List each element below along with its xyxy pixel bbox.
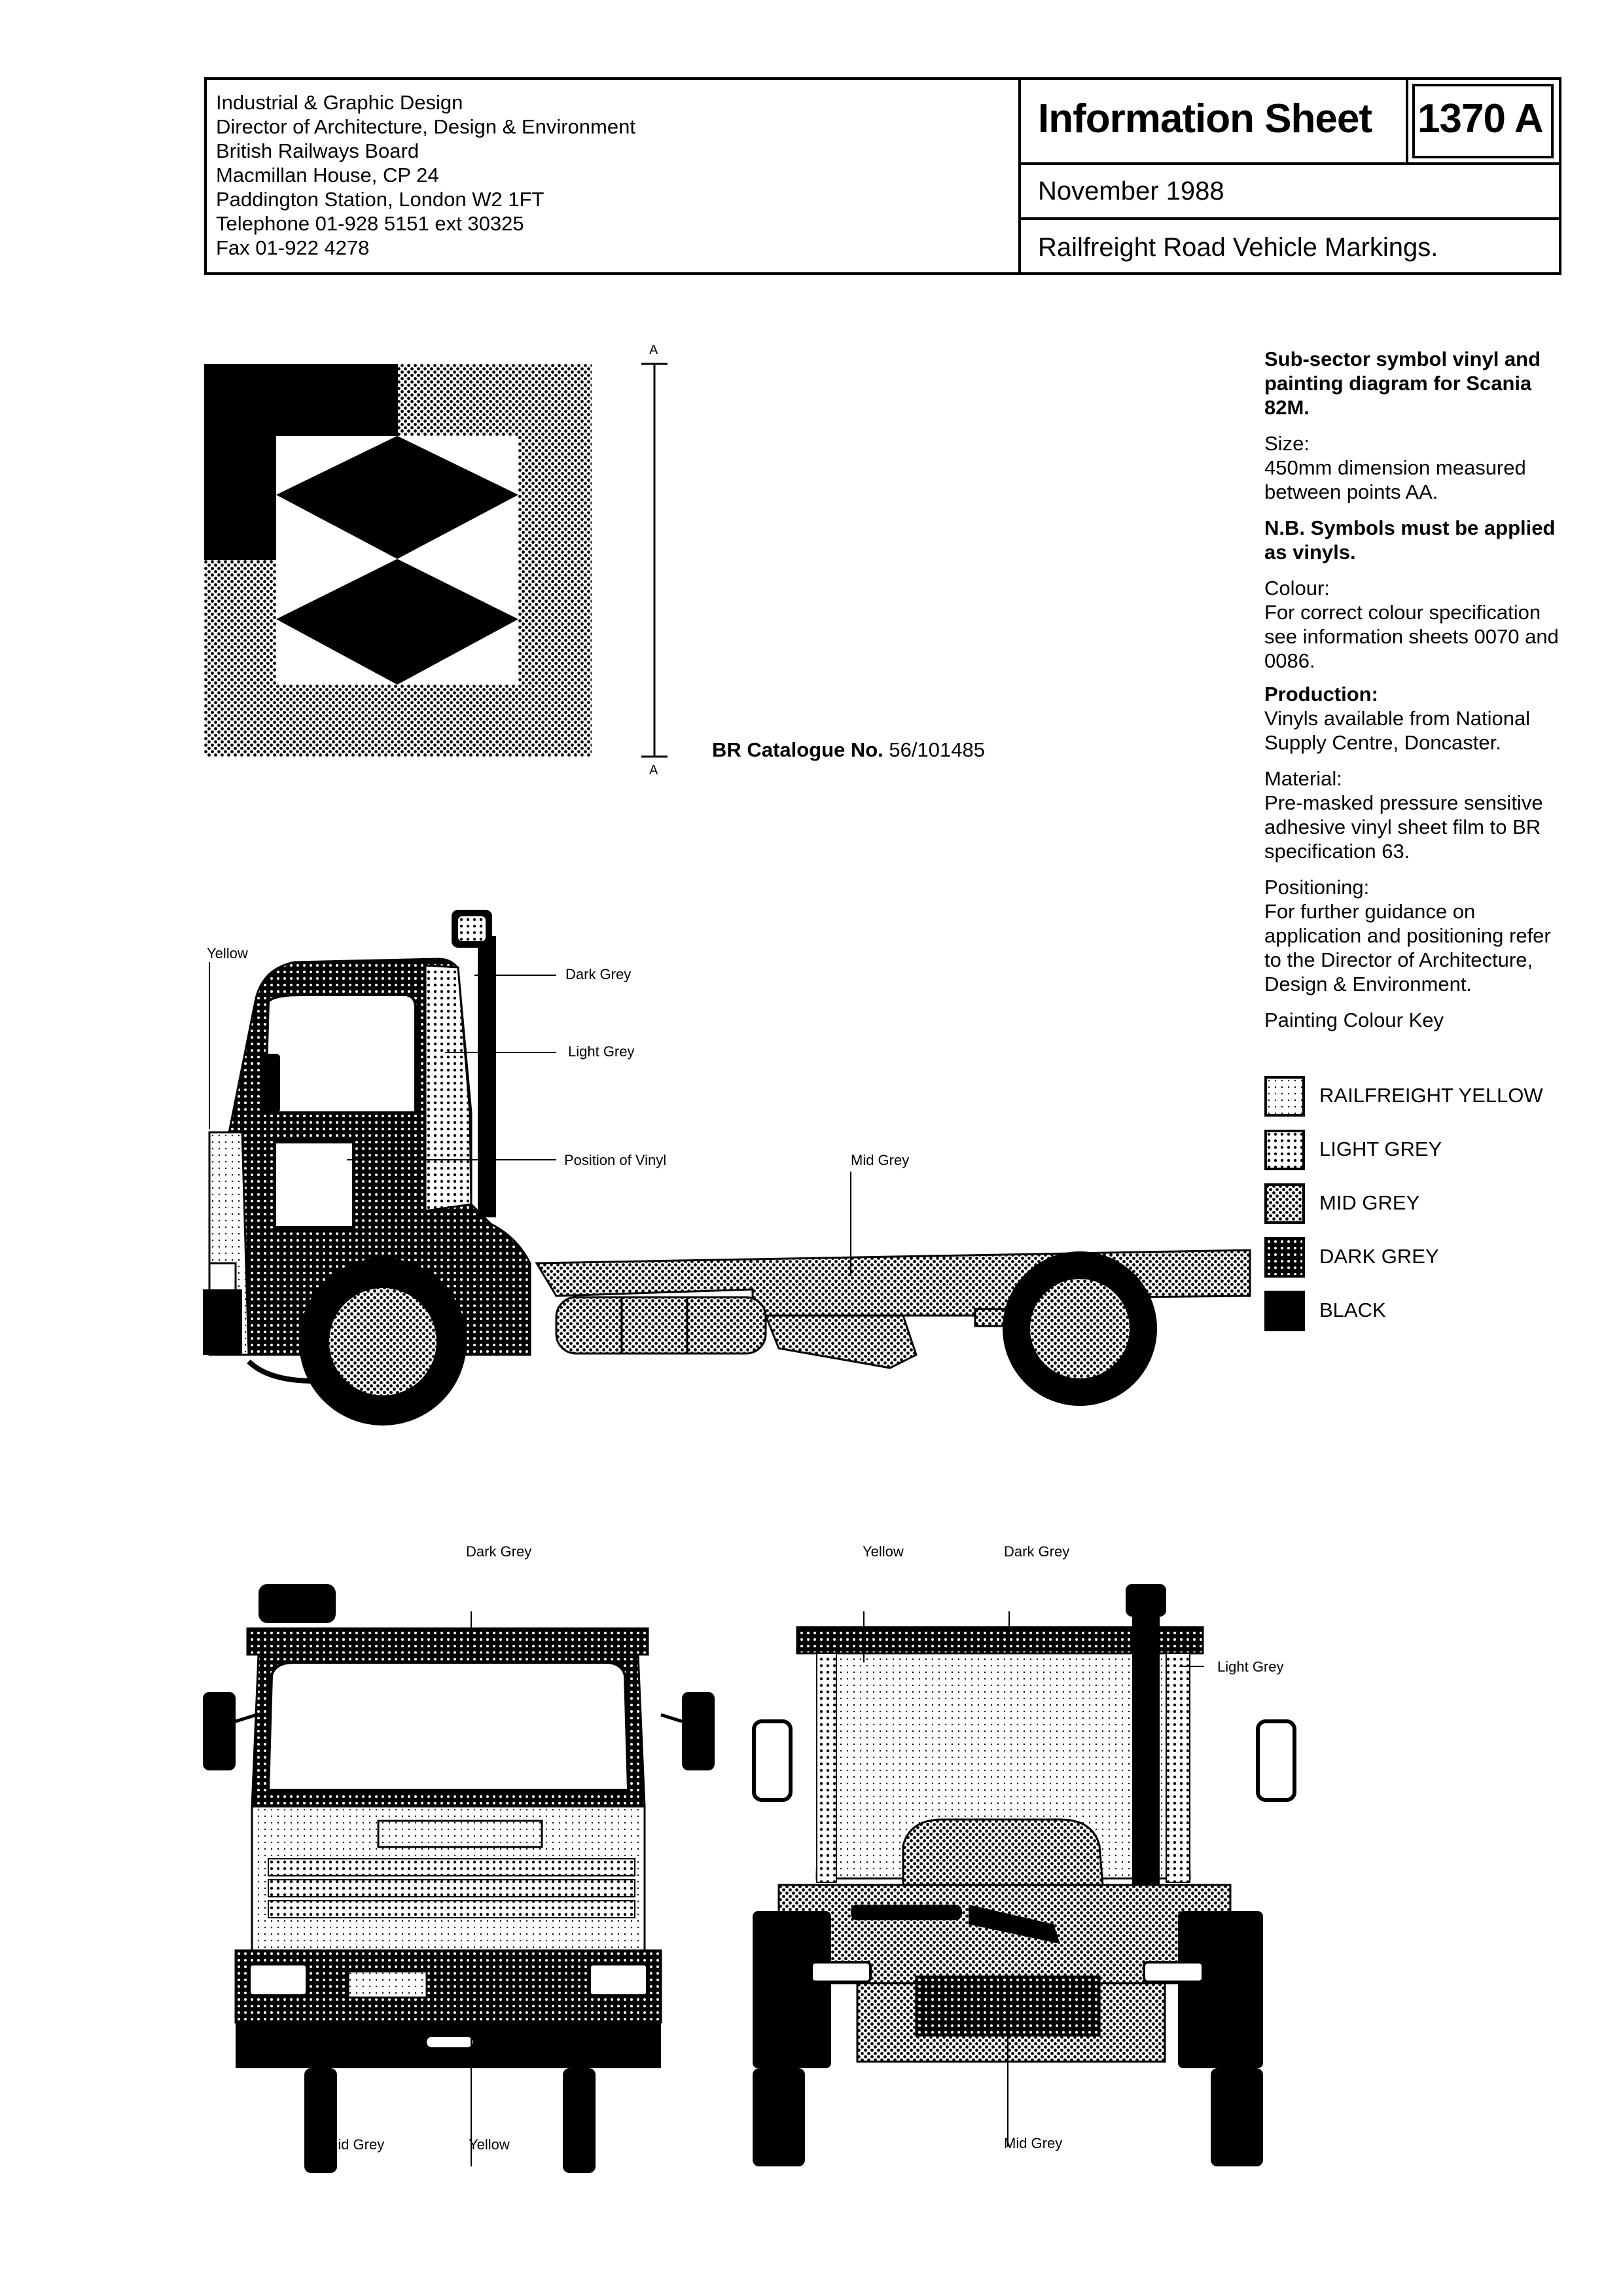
truck-side-view xyxy=(203,910,1251,1426)
swatch-black xyxy=(1264,1291,1305,1331)
truck-front-view xyxy=(203,1584,715,2173)
production-text: Vinyls available from National Supply Ce… xyxy=(1264,707,1531,754)
sheet-number: 1370 A xyxy=(1418,96,1544,141)
address-line: Fax 01-922 4278 xyxy=(216,236,370,259)
front-label-dark-grey: Dark Grey xyxy=(466,1543,532,1560)
catalogue-value: 56/101485 xyxy=(889,738,985,761)
dimension-line-aa xyxy=(641,363,668,758)
positioning-text: For further guidance on application and … xyxy=(1264,900,1551,996)
key-label: MID GREY xyxy=(1319,1191,1420,1214)
catalogue-number: BR Catalogue No. 56/101485 xyxy=(712,738,985,762)
size-text: 450mm dimension measured between points … xyxy=(1264,456,1526,503)
colour-title: Colour: xyxy=(1264,577,1330,600)
rear-label-yellow: Yellow xyxy=(863,1543,904,1560)
dimension-label-bottom: A xyxy=(649,763,658,778)
header-title-box xyxy=(1018,77,1561,275)
key-label: DARK GREY xyxy=(1319,1245,1439,1268)
key-label: LIGHT GREY xyxy=(1319,1138,1442,1160)
title-divider-1 xyxy=(1018,162,1561,165)
catalogue-label: BR Catalogue No. xyxy=(712,738,883,761)
rear-label-mid-grey: Mid Grey xyxy=(1004,2135,1063,2151)
side-label-mid-grey: Mid Grey xyxy=(851,1152,910,1168)
material-text: Pre-masked pressure sensitive adhesive v… xyxy=(1264,791,1543,863)
sheet-number-box xyxy=(1406,77,1561,165)
production-title: Production: xyxy=(1264,683,1378,706)
colour-text: For correct colour specification see inf… xyxy=(1264,601,1559,672)
address-line: Telephone 01-928 5151 ext 30325 xyxy=(216,212,524,235)
address-line: Paddington Station, London W2 1FT xyxy=(216,188,544,211)
front-label-yellow: Yellow xyxy=(469,2136,510,2153)
key-label: BLACK xyxy=(1319,1299,1386,1321)
swatch-mid-grey xyxy=(1264,1183,1305,1224)
key-label: RAILFREIGHT YELLOW xyxy=(1319,1084,1543,1107)
sheet-number-inner-box xyxy=(1412,84,1554,158)
dimension-label-top: A xyxy=(649,343,658,357)
address-line: Director of Architecture, Design & Envir… xyxy=(216,115,635,138)
notes-column: Sub-sector symbol vinyl and painting dia… xyxy=(1264,347,1565,1032)
address-line: Industrial & Graphic Design xyxy=(216,91,463,114)
side-label-position-of-vinyl: Position of Vinyl xyxy=(564,1152,667,1168)
swatch-dark-grey xyxy=(1264,1237,1305,1278)
positioning-title: Positioning: xyxy=(1264,876,1370,899)
rear-label-dark-grey: Dark Grey xyxy=(1004,1543,1070,1560)
notes-heading: Sub-sector symbol vinyl and painting dia… xyxy=(1264,348,1541,419)
front-label-mid-grey: Mid Grey xyxy=(326,2136,385,2153)
truck-rear-view xyxy=(752,1584,1296,2166)
address-line: British Railways Board xyxy=(216,139,419,162)
side-label-yellow: Yellow xyxy=(207,945,248,961)
sheet-subject: Railfreight Road Vehicle Markings. xyxy=(1038,233,1438,262)
swatch-light-grey xyxy=(1264,1130,1305,1170)
title-divider-2 xyxy=(1018,217,1561,220)
size-title: Size: xyxy=(1264,432,1310,455)
address-line: Macmillan House, CP 24 xyxy=(216,164,439,187)
key-title: Painting Colour Key xyxy=(1264,1009,1444,1031)
side-label-dark-grey: Dark Grey xyxy=(565,966,632,982)
rear-label-light-grey: Light Grey xyxy=(1217,1659,1284,1675)
nb-text: N.B. Symbols must be applied as vinyls. xyxy=(1264,516,1556,564)
swatch-railfreight-yellow xyxy=(1264,1076,1305,1117)
railfreight-symbol xyxy=(204,364,592,757)
material-title: Material: xyxy=(1264,767,1342,790)
side-label-light-grey: Light Grey xyxy=(568,1043,635,1060)
sheet-date: November 1988 xyxy=(1038,177,1224,206)
page-title: Information Sheet xyxy=(1038,96,1372,141)
address-block: Industrial & Graphic Design Director of … xyxy=(216,90,635,260)
